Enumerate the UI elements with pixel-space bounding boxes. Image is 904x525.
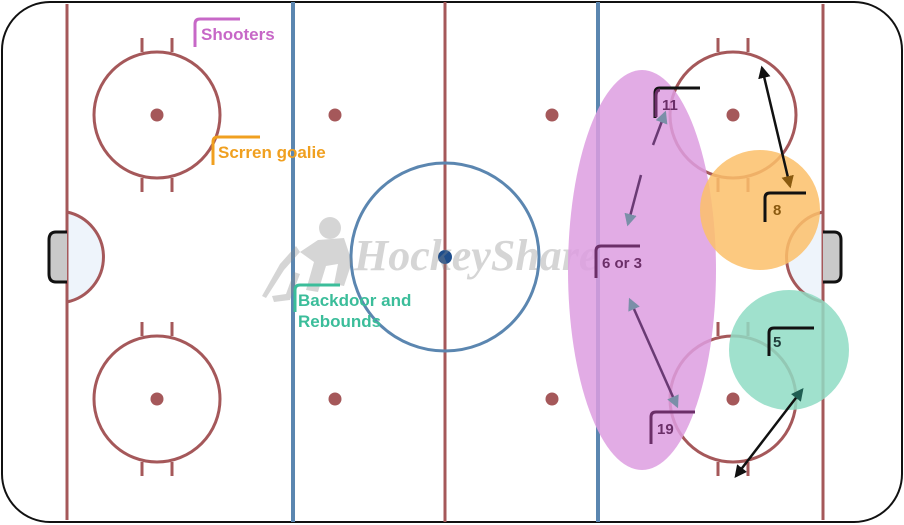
faceoff-circle-bottom-left <box>92 322 222 476</box>
left-net <box>47 230 67 284</box>
shooters-zone <box>568 70 716 470</box>
center-faceoff-dot <box>438 250 452 264</box>
legend-backdoor-line1: Backdoor and <box>298 291 411 310</box>
neutral-dot-bottom-right <box>545 392 559 406</box>
legend-screen-goalie-label: Scrren goalie <box>218 143 326 162</box>
pass-arrow-11-to-point <box>624 174 643 227</box>
player-19-label: 19 <box>657 421 674 438</box>
neutral-dot-bottom-left <box>328 392 342 406</box>
screen-goalie-zone <box>700 150 820 270</box>
player-8-label: 8 <box>773 202 781 219</box>
player-8-marker: 8 <box>763 191 806 222</box>
right-net <box>823 230 843 284</box>
legend-backdoor-rebounds: Backdoor and Rebounds <box>293 283 411 331</box>
player-11-label: 11 <box>662 97 678 114</box>
hockey-player-silhouette-icon <box>262 217 352 302</box>
watermark: HockeyShare <box>262 217 598 302</box>
legend-backdoor-line2: Rebounds <box>298 312 381 331</box>
watermark-text: HockeyShare <box>353 231 598 280</box>
player-11-marker: 11 <box>653 86 700 118</box>
player-19-marker: 19 <box>649 410 695 444</box>
legend-screen-goalie: Scrren goalie <box>211 135 326 165</box>
player-5-marker: 5 <box>767 326 814 356</box>
neutral-dot-top-right <box>545 108 559 122</box>
backdoor-movement-arrow <box>734 388 804 478</box>
legend-shooters-label: Shooters <box>201 25 275 44</box>
pass-arrow-point-to-11 <box>651 110 668 146</box>
backdoor-zone <box>729 290 849 410</box>
player-5-label: 5 <box>773 334 781 351</box>
player-6or3-marker: 6 or 3 <box>594 244 642 278</box>
legend-shooters: Shooters <box>193 17 275 47</box>
faceoff-circle-top-left <box>92 38 222 192</box>
screen-movement-arrow <box>758 65 794 189</box>
player-6or3-label: 6 or 3 <box>602 255 642 272</box>
neutral-dot-top-left <box>328 108 342 122</box>
pass-arrow-point-to-19 <box>628 297 679 409</box>
left-goal-crease <box>65 210 105 304</box>
center-circle <box>349 161 541 353</box>
